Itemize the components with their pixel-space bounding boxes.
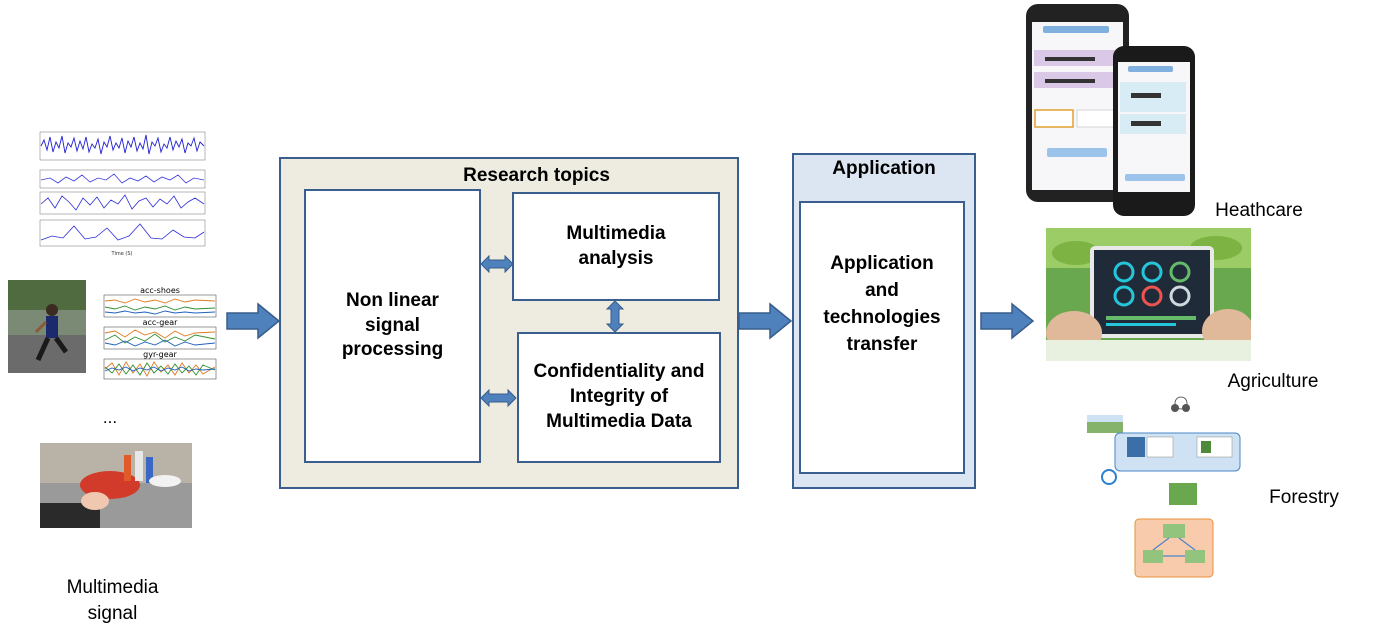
caption-forestry: Forestry bbox=[1269, 487, 1339, 508]
time-axis-label: Time (S) bbox=[111, 251, 133, 257]
double-arrow-lower bbox=[480, 388, 517, 408]
multimedia-analysis-box: Multimedia analysis bbox=[512, 192, 720, 301]
healthcare-phones-image bbox=[1025, 2, 1197, 216]
signal-plots: Time (S) bbox=[30, 128, 210, 258]
confidentiality-box: Confidentiality and Integrity of Multime… bbox=[517, 332, 721, 463]
arrow-to-application bbox=[738, 302, 793, 340]
imu-label-acc-gear: acc-gear bbox=[143, 318, 178, 327]
imu-label-gyr-gear: gyr-gear bbox=[143, 350, 177, 359]
ellipsis: ... bbox=[102, 408, 118, 427]
agriculture-tablet-image bbox=[1046, 228, 1251, 361]
arrow-to-outputs bbox=[980, 302, 1035, 340]
runner-photo bbox=[8, 280, 86, 373]
research-topics-title: Research topics bbox=[463, 165, 610, 186]
double-arrow-upper bbox=[480, 254, 514, 274]
kitchen-photo bbox=[40, 443, 192, 528]
application-transfer-box: Application and technologies transfer bbox=[799, 201, 965, 474]
arrow-input bbox=[226, 302, 281, 340]
nonlinear-label: Non linear signal processing bbox=[341, 289, 444, 361]
caption-line-2: signal bbox=[87, 602, 138, 624]
imu-plots: acc-shoes acc-gear gyr-gear bbox=[90, 285, 218, 380]
confidentiality-label: Confidentiality and Integrity of Multime… bbox=[533, 361, 705, 432]
multimedia-analysis-label: Multimedia analysis bbox=[566, 222, 666, 269]
caption-line-1: Multimedia bbox=[66, 577, 159, 598]
application-transfer-label: Application and technologies transfer bbox=[823, 253, 941, 355]
application-title: Application bbox=[832, 158, 936, 179]
imu-label-acc-shoes: acc-shoes bbox=[140, 286, 180, 295]
caption-healthcare: Heathcare bbox=[1215, 200, 1303, 221]
double-arrow-vertical bbox=[605, 300, 625, 333]
nonlinear-box: Non linear signal processing bbox=[304, 189, 481, 463]
caption-multimedia-signal: Multimedia signal bbox=[40, 575, 185, 626]
forestry-diagram-image bbox=[1085, 393, 1245, 583]
caption-agriculture: Agriculture bbox=[1227, 371, 1319, 392]
